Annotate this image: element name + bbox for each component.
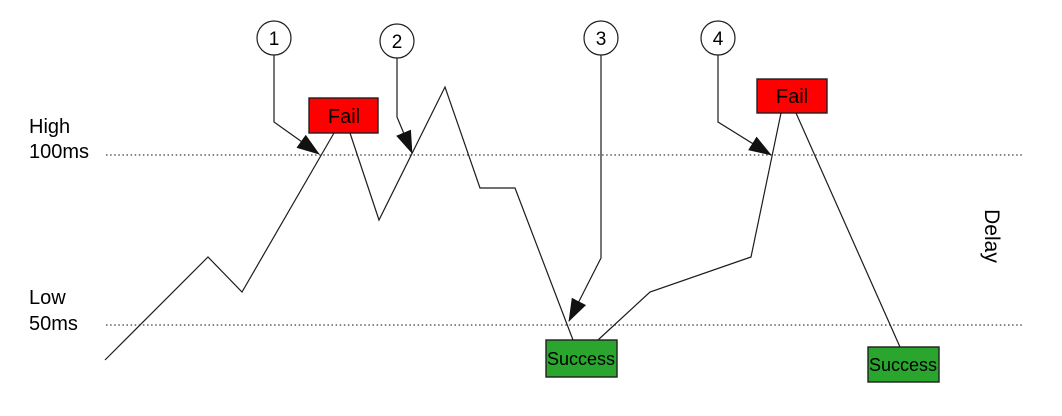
callout-3-arrow-line	[568, 55, 602, 322]
callout-3-circle	[583, 20, 619, 56]
success-box-2-label: Success	[869, 355, 937, 375]
success-box-1	[545, 339, 618, 378]
callout-1-arrow-line	[273, 55, 320, 155]
callout-4-number: 4	[713, 29, 724, 50]
callout-3-number: 3	[596, 29, 607, 50]
low-threshold-value: 50ms	[29, 313, 78, 335]
delay-curve-segment-3	[597, 112, 782, 341]
callout-1-number: 1	[269, 29, 280, 50]
success-box-2	[867, 346, 940, 383]
high-threshold-value: 100ms	[29, 141, 89, 163]
delay-axis-label: Delay	[980, 209, 1003, 263]
delay-curve-segment-2	[349, 85, 574, 341]
callout-4-arrow-line	[717, 55, 772, 156]
fail-box-2	[756, 78, 828, 114]
callout-1-circle	[256, 20, 292, 56]
callout-2-circle	[379, 23, 415, 59]
fail-box-1	[308, 97, 379, 134]
delay-curve-segment-4	[795, 112, 901, 348]
callout-4-circle	[700, 20, 736, 56]
fail-box-2-label: Fail	[776, 86, 808, 108]
callout-2-number: 2	[392, 32, 403, 53]
success-box-1-label: Success	[547, 349, 615, 369]
low-threshold-label: Low	[29, 287, 66, 309]
fail-box-1-label: Fail	[328, 106, 360, 128]
delay-curve-segment-1	[104, 132, 335, 361]
high-threshold-label: High	[29, 116, 70, 138]
callout-2-arrow-line	[396, 58, 413, 154]
